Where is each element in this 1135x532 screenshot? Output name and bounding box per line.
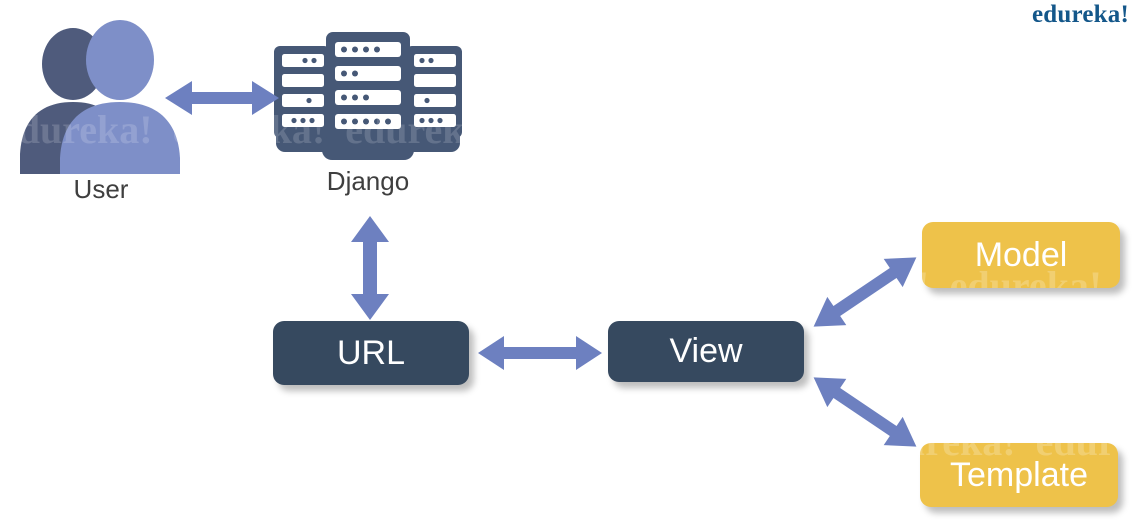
user-icon: edureka! edureka! edureka! edureka! edur… xyxy=(16,20,186,174)
node-model-label: Model xyxy=(974,235,1068,274)
node-template[interactable]: edureka! edureka! edureka! edureka! edur… xyxy=(920,443,1118,507)
node-view-label: View xyxy=(669,332,743,370)
server-pedestal xyxy=(322,136,414,160)
arrow-url-view xyxy=(478,332,602,374)
node-url-label: URL xyxy=(336,333,406,372)
server-rack-center xyxy=(326,32,410,144)
arrow-user-django xyxy=(165,76,279,120)
arrow-view-model xyxy=(806,252,924,332)
arrow-django-url xyxy=(345,216,395,320)
node-url[interactable]: edureka! edureka! edureka! edureka! edur… xyxy=(273,321,469,385)
edureka-logo: edureka! xyxy=(1032,1,1129,28)
django-label: Django xyxy=(326,166,410,196)
server-rack-icon: edureka! edureka! edureka! edureka! edur… xyxy=(272,30,464,162)
arrow-view-template xyxy=(806,372,924,452)
server-rack-left xyxy=(274,46,330,138)
user-label: User xyxy=(73,174,129,204)
node-model[interactable]: edureka! edureka! edureka! edureka! edur… xyxy=(922,222,1120,288)
user-front-silhouette xyxy=(60,20,180,174)
node-template-label: Template xyxy=(950,455,1088,494)
server-rack-right xyxy=(406,46,462,138)
node-view[interactable]: edureka! edureka! edureka! edureka! edur… xyxy=(608,321,804,382)
